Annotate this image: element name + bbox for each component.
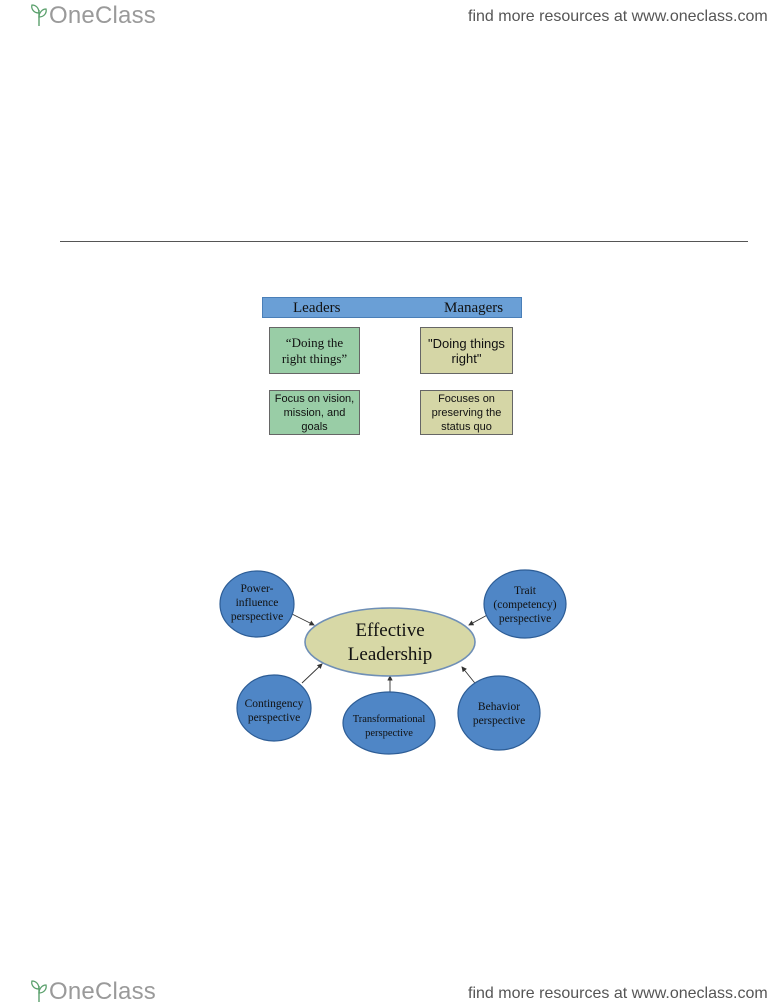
- comparison-header-bar: Leaders Managers: [262, 297, 522, 318]
- leaders-box-2: Focus on vision, mission, and goals: [269, 390, 360, 435]
- managers-box-1: "Doing things right": [420, 327, 513, 374]
- leaders-text-2: Focus on vision, mission, and goals: [274, 392, 355, 433]
- node-power-line3: perspective: [231, 611, 283, 623]
- node-trait: [483, 569, 567, 639]
- header-brand[interactable]: OneClass: [30, 4, 156, 28]
- node-power-influence: [219, 570, 295, 638]
- node-power-line1: Power-: [241, 583, 274, 595]
- section-divider: [60, 241, 748, 242]
- leaders-box-1: “Doing the right things”: [269, 327, 360, 374]
- center-ellipse: [304, 607, 476, 677]
- managers-text-1: "Doing things right": [428, 335, 505, 366]
- brand-name: OneClass: [49, 978, 156, 1005]
- node-contingency-line2: perspective: [248, 712, 300, 724]
- node-trait-line1: Trait: [514, 585, 537, 597]
- center-label-line2: Leadership: [348, 644, 432, 665]
- leaders-heading: Leaders: [293, 300, 341, 316]
- leaders-text-1: “Doing the right things”: [281, 334, 348, 366]
- node-contingency: [236, 674, 312, 742]
- leaf-logo-icon: [31, 980, 47, 1002]
- managers-box-2: Focuses on preserving the status quo: [420, 390, 513, 435]
- node-behavior-line2: perspective: [473, 715, 525, 727]
- arrow-contingency: [301, 663, 323, 684]
- footer-brand[interactable]: OneClass: [30, 980, 156, 1004]
- managers-text-2: Focuses on preserving the status quo: [431, 392, 502, 433]
- node-trait-line3: perspective: [499, 613, 551, 625]
- node-trait-line2: (competency): [493, 599, 556, 611]
- node-transformational-line2: perspective: [365, 728, 413, 739]
- node-power-line2: influence: [236, 597, 279, 609]
- header-promo-link[interactable]: find more resources at www.oneclass.com: [468, 8, 768, 25]
- leaf-logo-icon: [31, 4, 47, 26]
- brand-name: OneClass: [49, 2, 156, 29]
- node-contingency-line1: Contingency: [245, 698, 304, 710]
- center-label-line1: Effective: [355, 620, 424, 641]
- node-transformational-line1: Transformational: [353, 714, 426, 725]
- node-behavior-line1: Behavior: [478, 701, 520, 713]
- node-transformational: [342, 691, 436, 755]
- node-behavior: [457, 675, 541, 751]
- managers-heading: Managers: [444, 300, 504, 316]
- footer-promo-link[interactable]: find more resources at www.oneclass.com: [468, 985, 768, 1002]
